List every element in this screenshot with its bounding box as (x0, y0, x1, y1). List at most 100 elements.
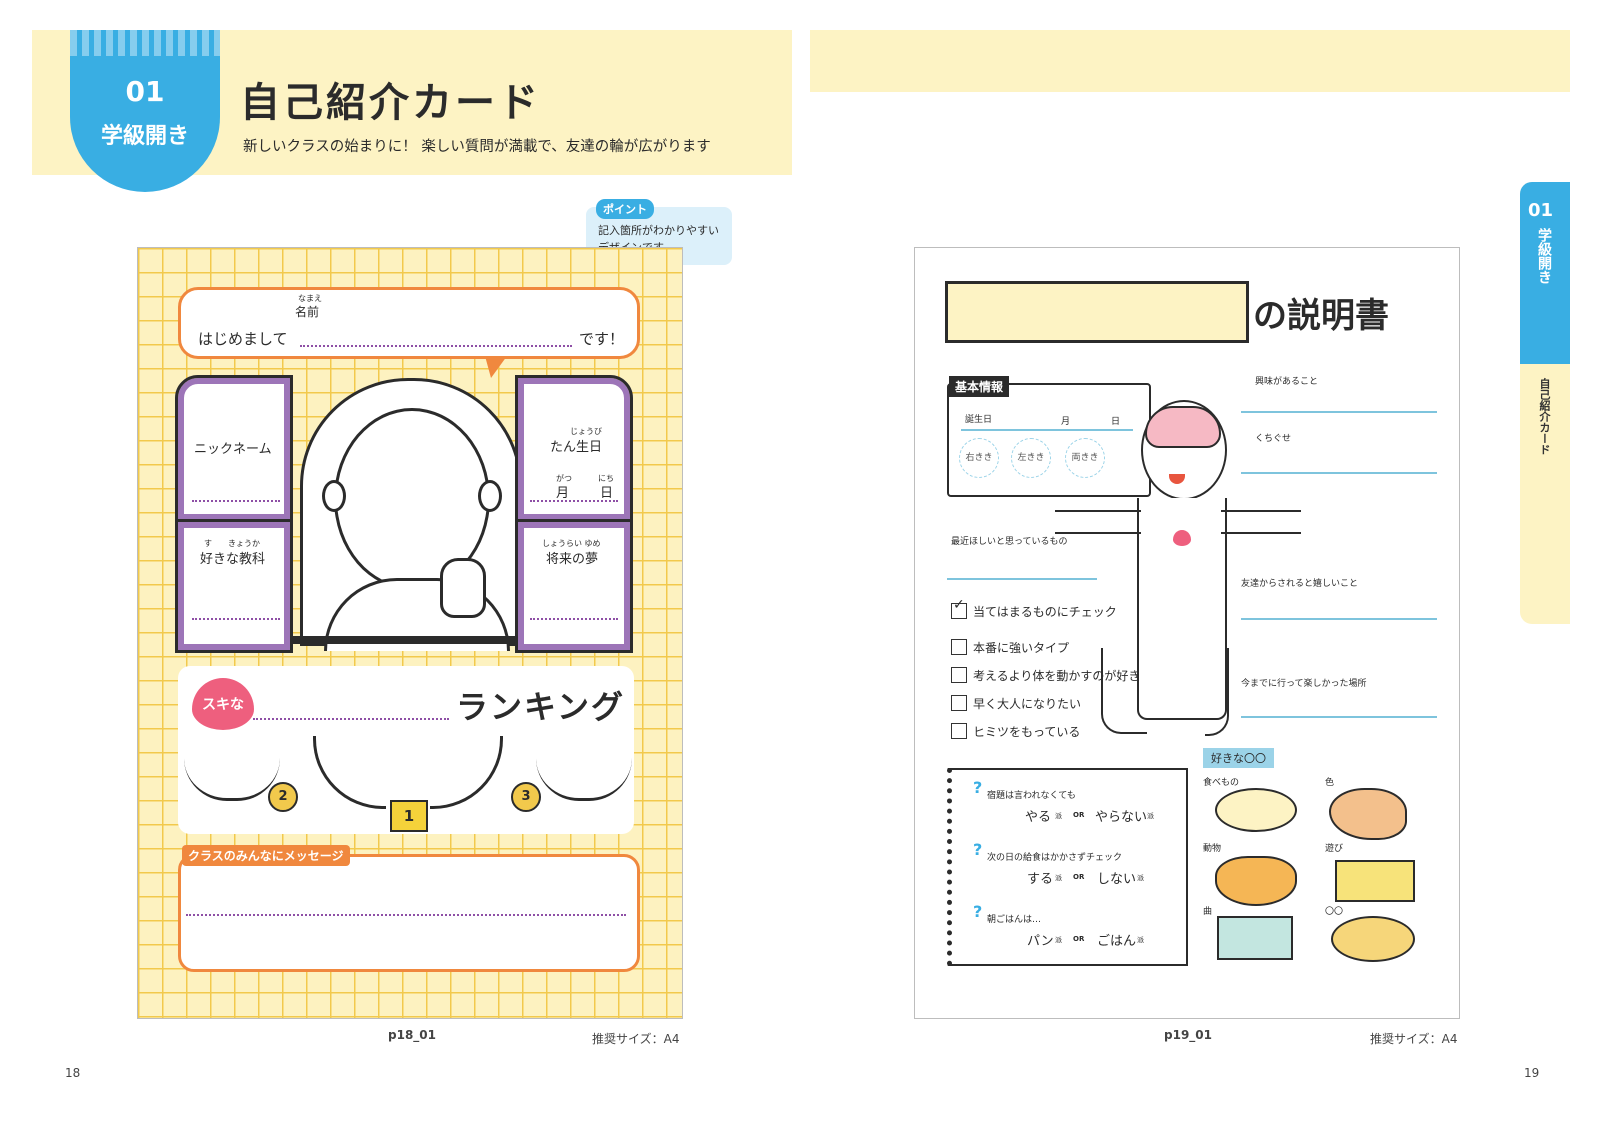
page-title: 自己紹介カード (240, 80, 541, 126)
q2-text: 次の日の給食はかかさずチェック (987, 853, 1123, 863)
point-text-1: 記入箇所がわかりやすい (598, 224, 719, 237)
badge-label: 学級開き (100, 124, 189, 149)
fun-place-line (1241, 716, 1437, 718)
month-label: 月 (556, 486, 570, 501)
question-mark-icon-1: ? (973, 778, 983, 797)
side-tab-blue (1520, 182, 1570, 364)
q3-or: OR (1073, 935, 1085, 943)
hand-both-option: 両きき (1065, 438, 1105, 478)
birthday-ruby: じょうび (570, 427, 602, 436)
rank-1-crown: 1 (390, 800, 428, 832)
q1-ha-b: 派 (1147, 812, 1154, 820)
q2-answer-b: しない (1097, 872, 1137, 887)
q2-or: OR (1073, 873, 1085, 881)
fav-food-label: 食べもの (1203, 778, 1240, 788)
name-label: 名前 (295, 305, 320, 319)
checkbox-label-2: 考えるより体を動かすのが好き (973, 669, 1141, 683)
shutter-left-top (175, 375, 293, 523)
birthday-underline (961, 429, 1133, 431)
animal-face-icon (1215, 856, 1297, 906)
checkbox-label-4: ヒミツをもっている (973, 725, 1081, 739)
interest-label: 興味があること (1255, 377, 1319, 387)
checkbox-2[interactable] (951, 667, 967, 683)
rank-3: 3 (521, 789, 531, 804)
page-number-right: 19 (1524, 1066, 1540, 1080)
fav-song-label: 曲 (1203, 907, 1213, 917)
figure-leg-right (1205, 648, 1229, 736)
plate-icon (1215, 788, 1297, 832)
laurel-left (184, 758, 280, 801)
basic-month: 月 (1061, 417, 1071, 427)
birthday-line (530, 500, 618, 502)
fav-play-label: 遊び (1325, 844, 1344, 854)
shutter-left-bottom (175, 519, 293, 653)
check-title-box (951, 603, 967, 619)
happy-line (1241, 618, 1437, 620)
rank-3-flower: 3 (511, 782, 541, 812)
interest-line (1241, 411, 1437, 413)
left-caption-code: p18_01 (388, 1028, 436, 1042)
dream-ruby: しょうらい ゆめ (542, 539, 601, 548)
rank-1: 1 (403, 807, 415, 825)
waving-hand (440, 558, 486, 618)
checkbox-label-1: 本番に強いタイプ (973, 641, 1070, 655)
laurel-right (536, 758, 632, 801)
ear-left (322, 480, 346, 512)
tongue-icon (1169, 474, 1185, 484)
favorites-tag: 好きな〇〇 (1203, 748, 1274, 768)
figure-arm-right (1221, 510, 1301, 534)
name-title-box (945, 281, 1249, 343)
q2-answer-a: する (1027, 872, 1054, 887)
right-caption-code: p19_01 (1164, 1028, 1212, 1042)
happy-label: 友達からされると嬉しいこと (1241, 579, 1359, 589)
side-tab: 01 学級開き 自己紹介カード (1520, 182, 1570, 624)
header-band-right (810, 30, 1570, 92)
side-tab-label: 学級開き (1536, 228, 1552, 284)
side-tab-sub: 自己紹介カード (1538, 378, 1551, 455)
greeting-prefix: はじめまして (198, 330, 288, 348)
day-label: 日 (600, 486, 614, 501)
name-bubble (178, 287, 640, 359)
message-line (186, 914, 626, 916)
check-title: 当てはまるものにチェック (973, 605, 1117, 619)
want-item-line (947, 578, 1097, 580)
fav-animal-label: 動物 (1203, 844, 1222, 854)
suki-heart (192, 678, 254, 730)
habit-label: くちぐせ (1255, 434, 1292, 444)
brain-icon (1145, 406, 1221, 448)
ear-right (478, 480, 502, 512)
board-icon (1217, 916, 1293, 960)
checkbox-3[interactable] (951, 695, 967, 711)
hand-left-option: 左きき (1011, 438, 1051, 478)
q3-answer-b: ごはん (1097, 934, 1137, 949)
question-notebook (947, 768, 1188, 966)
q1-text: 宿題は言われなくても (987, 791, 1076, 801)
page-subtitle: 新しいクラスの始まりに！ 楽しい質問が満載で、友達の輪が広がります (243, 139, 711, 155)
greeting-suffix: です！ (579, 330, 625, 348)
q3-answer-a: パン (1027, 934, 1054, 949)
badge-number: 01 (125, 75, 165, 108)
shutter-right-top (515, 375, 633, 523)
checkbox-4[interactable] (951, 723, 967, 739)
ranking-title: ランキング (456, 688, 626, 726)
q1-answer-b: やらない (1095, 810, 1148, 825)
q2-ha-b: 派 (1137, 874, 1144, 882)
checkbox-1[interactable] (951, 639, 967, 655)
fav-color-label: 色 (1325, 778, 1335, 788)
hand-right-option: 右きき (959, 438, 999, 478)
fun-place-label: 今までに行って楽しかった場所 (1241, 679, 1367, 689)
left-caption-size: 推奨サイズ：A4 (592, 1032, 680, 1046)
page-number-left: 18 (65, 1066, 81, 1080)
basic-birthday: 誕生日 (965, 415, 993, 425)
right-caption-size: 推奨サイズ：A4 (1370, 1032, 1458, 1046)
basic-info-tag: 基本情報 (949, 376, 1010, 397)
subject-label: 好きな教科 (200, 552, 266, 567)
dream-label: 将来の夢 (546, 552, 599, 567)
rank-2: 2 (278, 789, 288, 804)
dream-line (530, 618, 618, 620)
name-line (300, 345, 572, 347)
paint-blob-icon (1329, 788, 1407, 840)
want-item-label: 最近ほしいと思っているもの (951, 537, 1068, 547)
q3-text: 朝ごはんは… (987, 915, 1042, 925)
month-ruby: がつ (556, 474, 572, 483)
